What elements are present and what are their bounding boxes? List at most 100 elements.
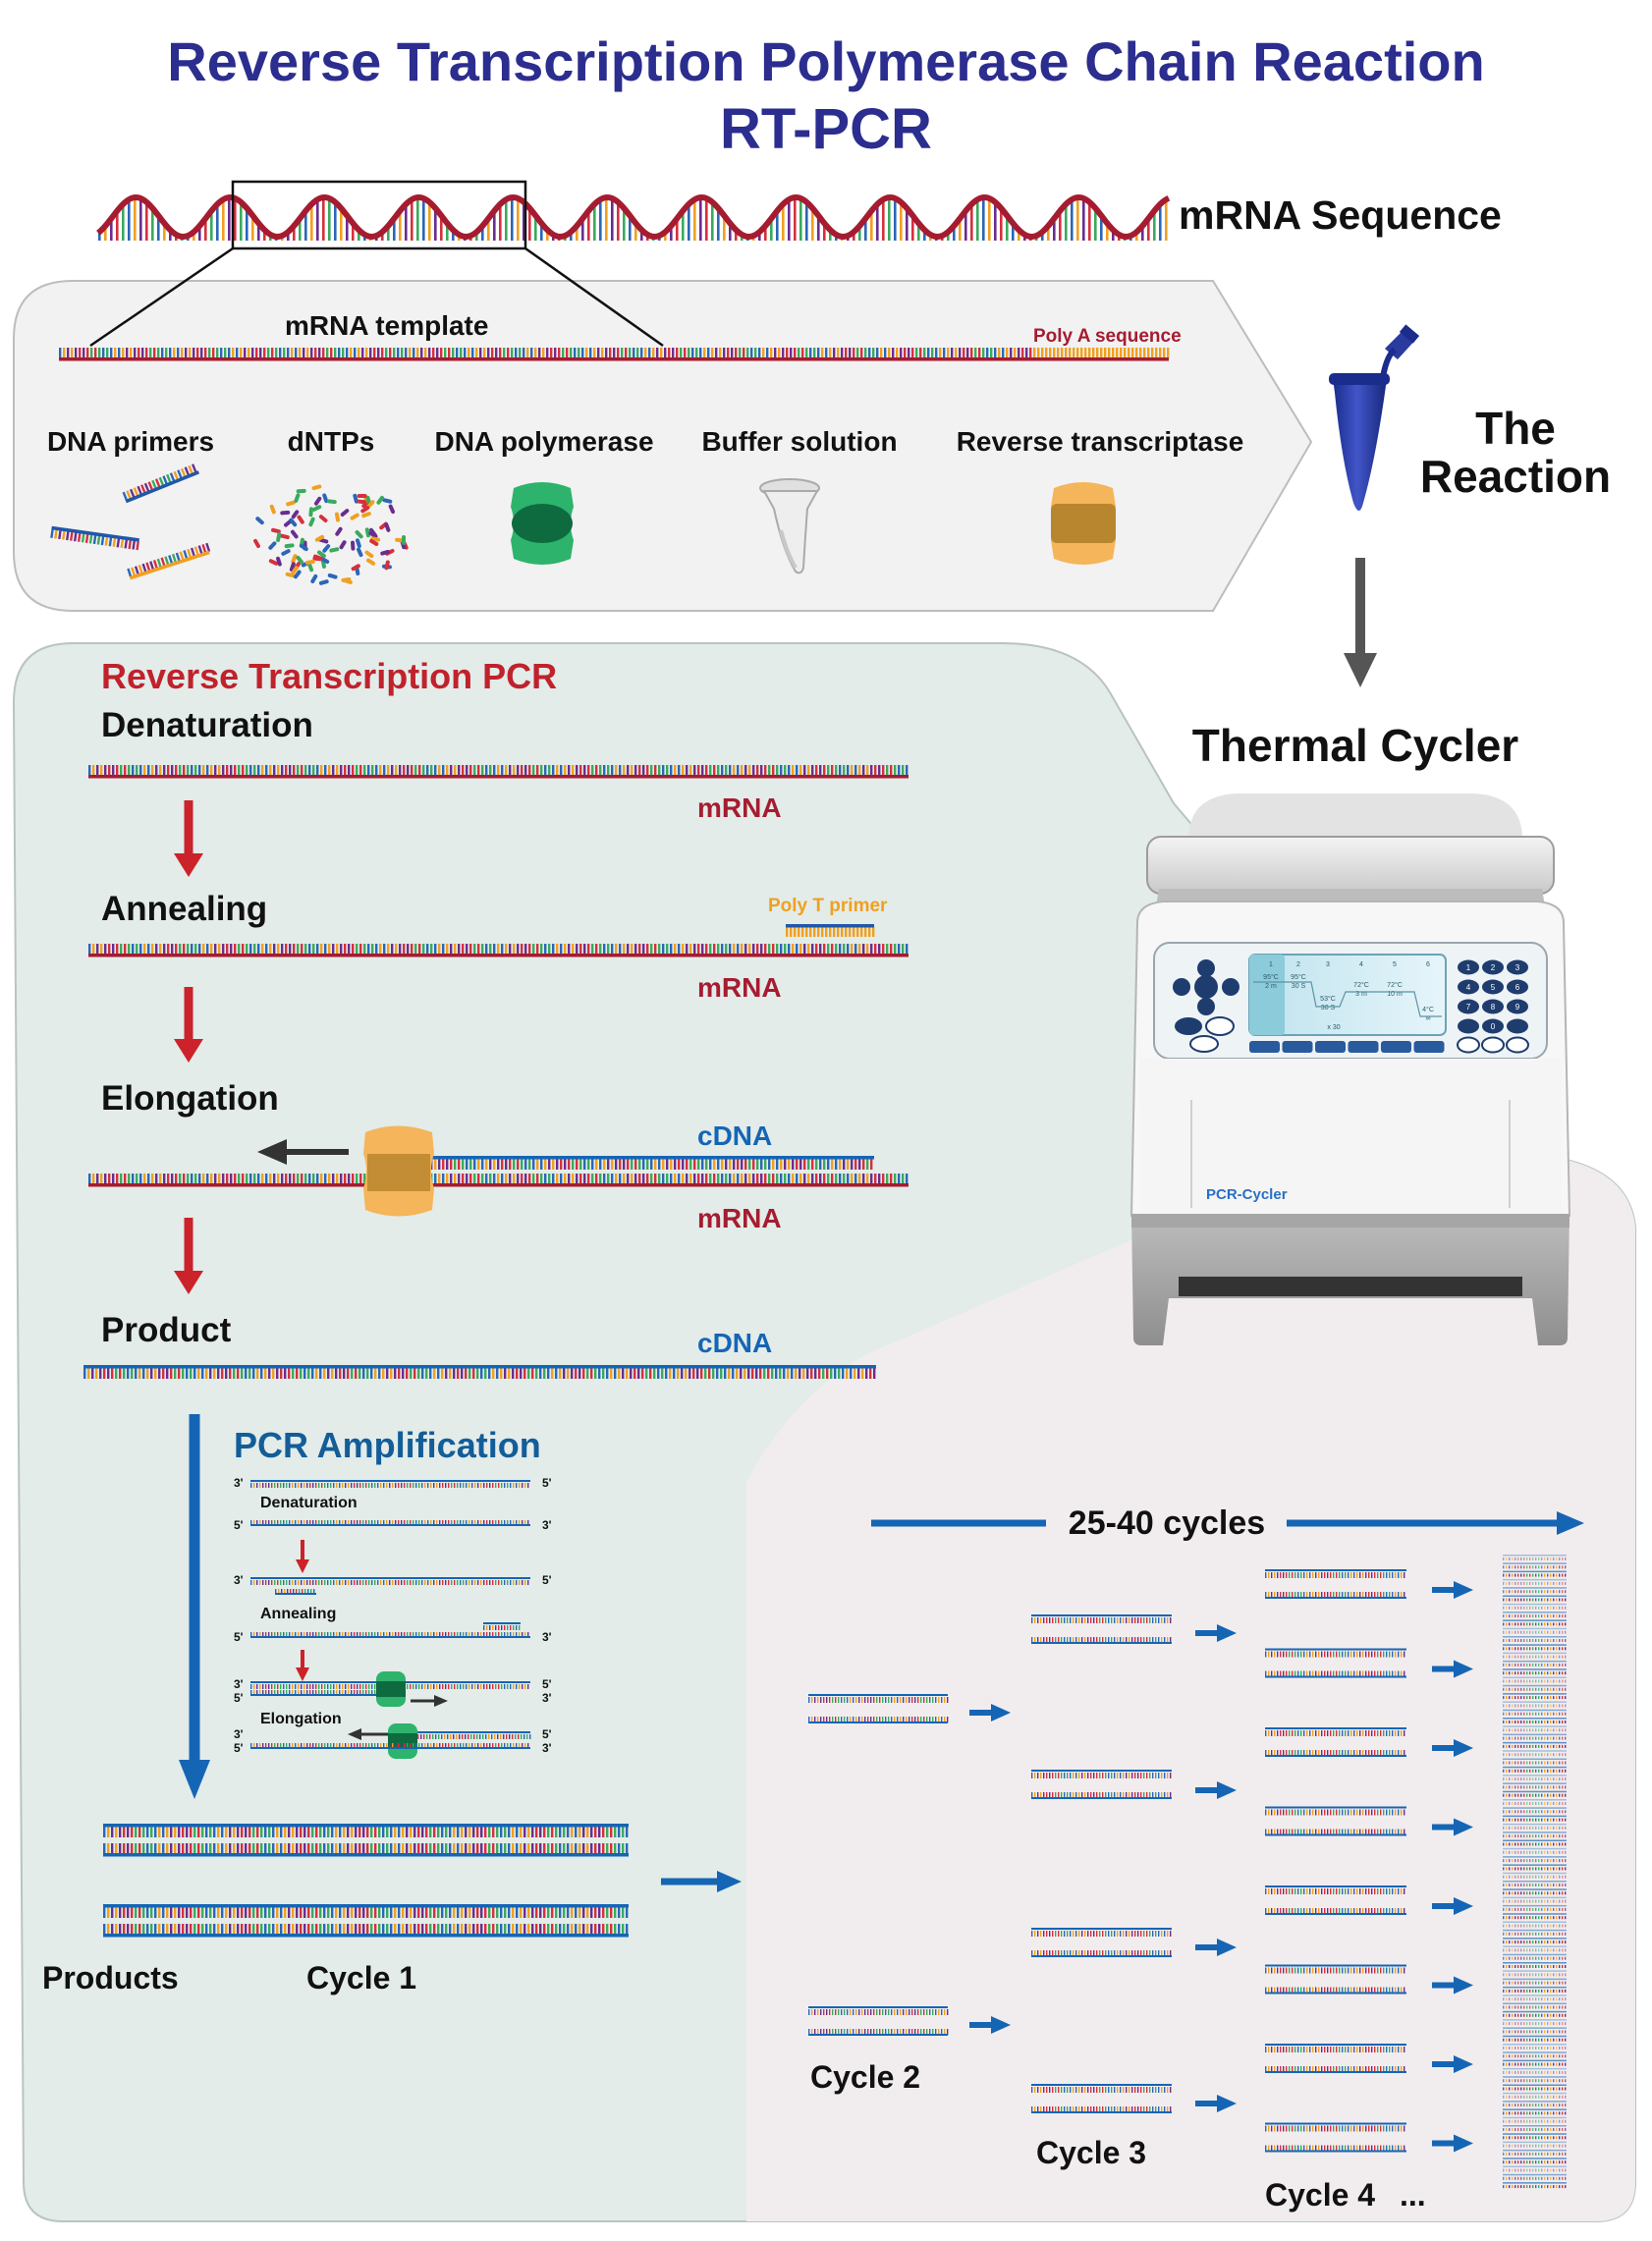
cycle-arrow: [1432, 1581, 1473, 1599]
dna-polymerase-icon: [511, 482, 574, 565]
reverse-transcriptase-icon: [1051, 482, 1116, 565]
amplification-panel: [746, 1110, 1635, 2221]
svg-text:x 30: x 30: [1327, 1024, 1340, 1031]
svg-text:3': 3': [542, 1741, 552, 1755]
cycler-key-right[interactable]: [1507, 1018, 1528, 1034]
amplified-fragment: [1503, 1660, 1567, 1667]
amplified-fragment: [1503, 1595, 1567, 1602]
cycler-key-option-1[interactable]: [1457, 1036, 1480, 1054]
amplified-fragment: [1503, 1962, 1567, 1968]
amplified-fragment: [1503, 1758, 1567, 1765]
cycler-button-menu[interactable]: [1189, 1035, 1219, 1053]
cycles-range-arrow: [871, 1511, 1584, 1535]
products-label: Products: [42, 1960, 179, 1995]
svg-text:1: 1: [1466, 963, 1471, 972]
elongation-cdna-label: cDNA: [697, 1120, 772, 1151]
dna-duplex: [1265, 1648, 1406, 1678]
cycler-function-key-3[interactable]: [1315, 1041, 1346, 1053]
amplified-fragment: [1503, 2149, 1567, 2156]
cycler-nav-up[interactable]: [1197, 959, 1215, 977]
amplified-fragment: [1503, 1603, 1567, 1610]
cycle1-to-cycle2-arrow: [661, 1871, 742, 1892]
cycler-key-2[interactable]: [1482, 959, 1504, 975]
cycler-function-key-6[interactable]: [1413, 1041, 1445, 1053]
svg-text:3 m: 3 m: [1355, 991, 1367, 998]
cycle-arrow: [1432, 1739, 1473, 1757]
amplified-fragment: [1503, 1896, 1567, 1903]
svg-text:1: 1: [1269, 961, 1273, 968]
svg-text:9: 9: [1515, 1003, 1520, 1011]
cycle-arrow: [969, 2016, 1011, 2034]
dna-duplex: [1265, 2122, 1406, 2153]
cycler-key-3[interactable]: [1507, 959, 1528, 975]
svg-text:95°C: 95°C: [1263, 973, 1279, 981]
pcr-flow-arrowhead: [179, 1760, 210, 1799]
cycler-nav-center[interactable]: [1194, 975, 1218, 999]
poly-t-primer: [786, 924, 875, 937]
svg-text:2: 2: [1491, 963, 1496, 972]
cycle-arrow: [1432, 2055, 1473, 2073]
cycle1-product-2: [103, 1904, 629, 1938]
cycle-arrow: [1432, 1660, 1473, 1678]
reaction-components-panel: [13, 280, 1313, 612]
cycle-arrow: [969, 1704, 1011, 1722]
svg-text:5': 5': [542, 1573, 552, 1587]
amplified-fragment: [1503, 1741, 1567, 1748]
amplified-fragment: [1503, 1652, 1567, 1659]
cycler-key-4[interactable]: [1458, 979, 1479, 995]
reaction-label-line1: The: [1475, 403, 1556, 454]
amplified-fragment: [1503, 1725, 1567, 1732]
cycler-key-1[interactable]: [1458, 959, 1479, 975]
zoom-box: [231, 180, 527, 250]
cycler-key-left[interactable]: [1458, 1018, 1479, 1034]
amplified-fragment: [1503, 1676, 1567, 1683]
amplified-fragment: [1503, 1904, 1567, 1911]
amplified-fragment: [1503, 1782, 1567, 1789]
cycles-range-label: 25-40 cycles: [1069, 1504, 1265, 1542]
amplified-fragment: [1503, 2116, 1567, 2123]
svg-text:53°C: 53°C: [1320, 995, 1336, 1003]
dna-duplex: [1265, 1886, 1406, 1915]
amplified-fragment: [1503, 1578, 1567, 1585]
svg-text:30 S: 30 S: [1321, 1005, 1336, 1011]
dna-duplex: [1031, 1928, 1172, 1957]
dna-duplex: [1031, 1770, 1172, 1799]
cycler-function-key-4[interactable]: [1348, 1041, 1379, 1053]
cycler-nav-down[interactable]: [1197, 998, 1215, 1015]
cycler-key-9[interactable]: [1507, 999, 1528, 1014]
cycler-key-6[interactable]: [1507, 979, 1528, 995]
svg-text:10 m: 10 m: [1387, 991, 1403, 998]
cycler-key-5[interactable]: [1482, 979, 1504, 995]
amplified-fragment: [1503, 1986, 1567, 1993]
cycler-button-start[interactable]: [1175, 1017, 1202, 1035]
dna-duplex: [808, 1694, 949, 1723]
svg-text:Annealing: Annealing: [260, 1606, 336, 1622]
cycle4-ellipsis: ...: [1400, 2177, 1426, 2213]
svg-text:6: 6: [1426, 961, 1430, 968]
cycler-button-stop[interactable]: [1205, 1016, 1235, 1036]
cycler-nav-left[interactable]: [1173, 978, 1190, 996]
cycler-function-key-1[interactable]: [1249, 1041, 1280, 1053]
svg-text:5': 5': [542, 1677, 552, 1691]
cycler-key-0[interactable]: [1482, 1018, 1504, 1034]
cycler-key-option-2[interactable]: [1481, 1036, 1505, 1054]
cycler-key-8[interactable]: [1482, 999, 1504, 1014]
svg-text:6: 6: [1515, 983, 1520, 992]
reagent-label-dna-polymerase: DNA polymerase: [434, 426, 653, 457]
amplified-fragment: [1503, 1888, 1567, 1895]
cycler-function-key-5[interactable]: [1381, 1041, 1411, 1053]
svg-text:2 m: 2 m: [1265, 983, 1277, 990]
cycler-key-7[interactable]: [1458, 999, 1479, 1014]
red-arrow-1: [174, 800, 203, 877]
cycler-function-key-2[interactable]: [1282, 1041, 1313, 1053]
amplified-fragment: [1503, 2010, 1567, 2017]
reagent-label-buffer-solution: Buffer solution: [701, 426, 897, 457]
page-subtitle: RT-PCR: [720, 97, 932, 161]
cycle1-product-1: [103, 1824, 629, 1857]
dna-duplex: [1265, 1806, 1406, 1836]
cycler-key-option-3[interactable]: [1506, 1036, 1529, 1054]
cycler-nav-right[interactable]: [1222, 978, 1239, 996]
reagent-label-dna-primers: DNA primers: [47, 426, 214, 457]
reaction-label-line2: Reaction: [1420, 451, 1611, 502]
